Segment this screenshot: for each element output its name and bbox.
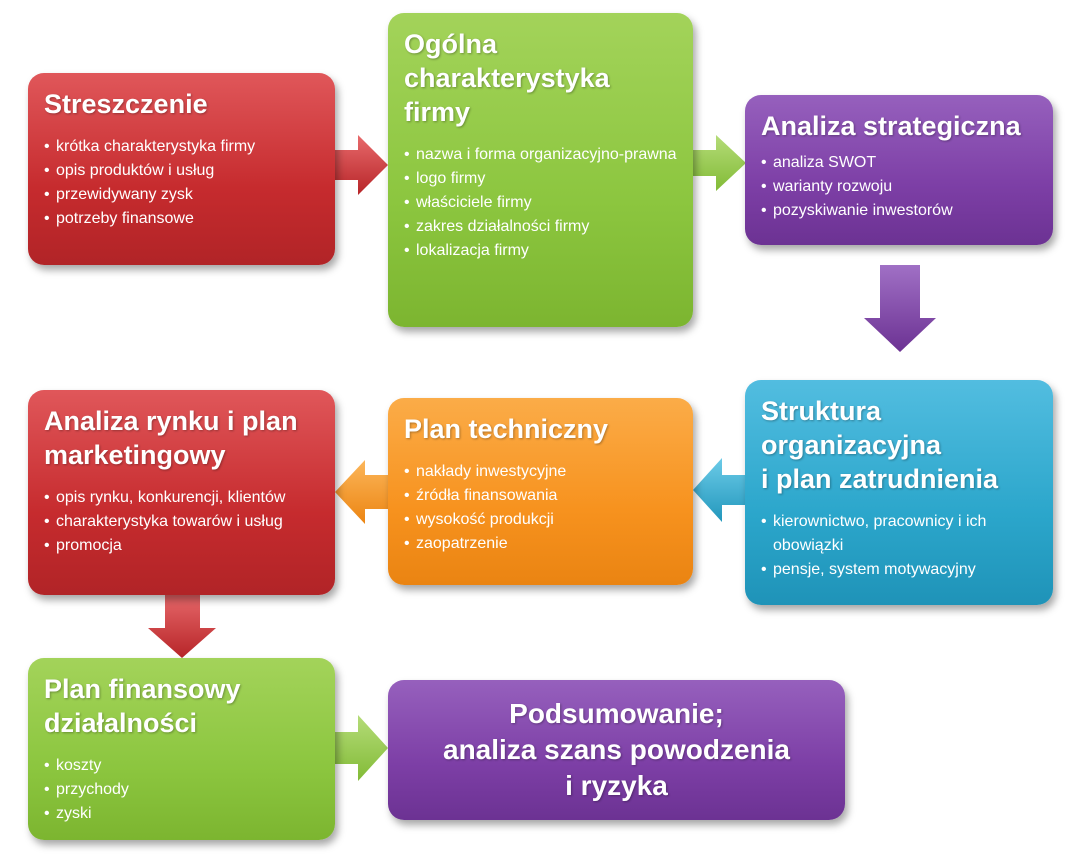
list-item: nazwa i forma organizacyjno-prawna (404, 143, 677, 167)
box-title: Plan finansowy działalności (44, 674, 241, 738)
list-item: logo firmy (404, 167, 677, 191)
list-item: źródła finansowania (404, 484, 677, 508)
arrow-right-3 (333, 715, 388, 781)
list-item: opis produktów i usług (44, 159, 319, 183)
arrow-right-1 (333, 135, 388, 195)
list-item: warianty rozwoju (761, 175, 1037, 199)
list-item: przychody (44, 778, 319, 802)
arrow-right-2 (691, 135, 746, 191)
arrow-down-2 (148, 592, 216, 658)
box-title: Analiza rynku i plan marketingowy (44, 406, 298, 470)
list-item: kierownictwo, pracownicy i ich obowiązki (761, 510, 1037, 558)
list-item: pensje, system motywacyjny (761, 558, 1037, 582)
box-title: Analiza strategiczna (761, 111, 1021, 141)
arrow-left-2 (335, 460, 390, 524)
list-item: analiza SWOT (761, 151, 1037, 175)
list-item: właściciele firmy (404, 191, 677, 215)
box-ogolna-charakterystyka: Ogólna charakterystyka firmy nazwa i for… (388, 13, 693, 327)
list-item: zaopatrzenie (404, 532, 677, 556)
box-plan-techniczny: Plan techniczny nakłady inwestycyjneźród… (388, 398, 693, 585)
box-analiza-rynku: Analiza rynku i plan marketingowy opis r… (28, 390, 335, 595)
box-title: Plan techniczny (404, 414, 609, 444)
list-item: potrzeby finansowe (44, 207, 319, 231)
arrow-left-1 (693, 458, 747, 522)
list-item: wysokość produkcji (404, 508, 677, 532)
list-item: pozyskiwanie inwestorów (761, 199, 1037, 223)
list-item: lokalizacja firmy (404, 239, 677, 263)
box-title: Streszczenie (44, 89, 208, 119)
box-plan-finansowy: Plan finansowy działalności kosztyprzych… (28, 658, 335, 840)
box-struktura-organizacyjna: Struktura organizacyjna i plan zatrudnie… (745, 380, 1053, 605)
arrow-down-1 (864, 265, 936, 352)
box-title: Ogólna charakterystyka firmy (404, 29, 610, 127)
list-item: charakterystyka towarów i usług (44, 510, 319, 534)
list-item: zakres działalności firmy (404, 215, 677, 239)
box-podsumowanie: Podsumowanie; analiza szans powodzenia i… (388, 680, 845, 820)
list-item: opis rynku, konkurencji, klientów (44, 486, 319, 510)
box-title: Podsumowanie; analiza szans powodzenia i… (443, 698, 790, 801)
list-item: promocja (44, 534, 319, 558)
box-streszczenie: Streszczenie krótka charakterystyka firm… (28, 73, 335, 265)
list-item: nakłady inwestycyjne (404, 460, 677, 484)
box-title: Struktura organizacyjna i plan zatrudnie… (761, 396, 999, 494)
list-item: koszty (44, 754, 319, 778)
list-item: zyski (44, 802, 319, 826)
list-item: przewidywany zysk (44, 183, 319, 207)
box-analiza-strategiczna: Analiza strategiczna analiza SWOTwariant… (745, 95, 1053, 245)
list-item: krótka charakterystyka firmy (44, 135, 319, 159)
